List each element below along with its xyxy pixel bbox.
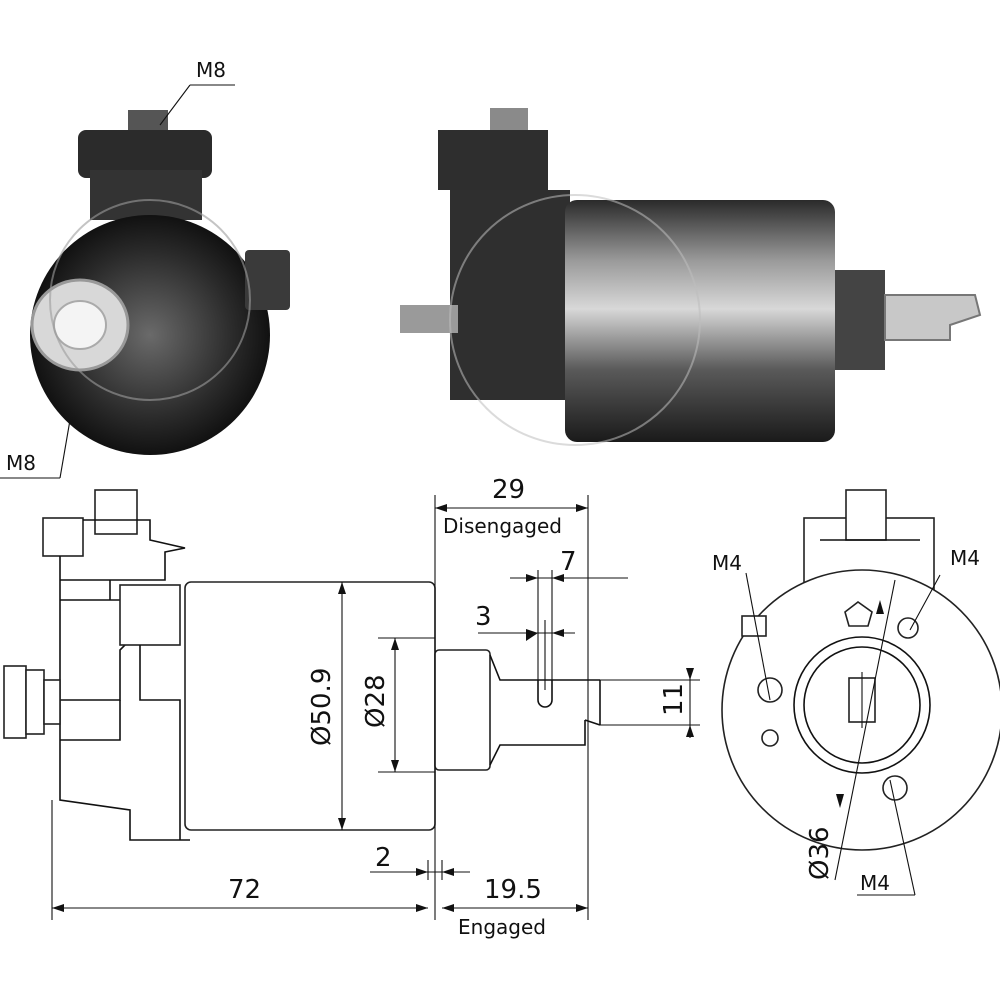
m4-top-right-label: M4 bbox=[950, 546, 980, 570]
end-view-drawing bbox=[721, 489, 1000, 851]
engaged-label: Engaged bbox=[458, 915, 546, 939]
side-view-drawing bbox=[3, 489, 601, 841]
dim-29: 29 bbox=[492, 475, 525, 505]
disengaged-label: Disengaged bbox=[443, 514, 562, 538]
dim-11: 11 bbox=[659, 683, 689, 716]
dim-2: 2 bbox=[375, 843, 392, 873]
dim-7: 7 bbox=[560, 547, 577, 577]
dim-19-5: 19.5 bbox=[484, 875, 542, 905]
m8-top-label: M8 bbox=[196, 58, 226, 82]
dim-dia-50-9: Ø50.9 bbox=[307, 668, 337, 746]
dim-3: 3 bbox=[475, 602, 492, 632]
solenoid-end-photo bbox=[30, 110, 290, 455]
m8-bottom-label: M8 bbox=[6, 451, 36, 475]
end-view-dimensions bbox=[745, 572, 941, 896]
dim-72: 72 bbox=[228, 875, 261, 905]
dim-dia-36: Ø36 bbox=[805, 826, 835, 880]
dim-dia-28: Ø28 bbox=[361, 674, 391, 728]
solenoid-side-photo bbox=[400, 108, 982, 446]
side-dimensions bbox=[51, 495, 700, 920]
m4-top-left-label: M4 bbox=[712, 551, 742, 575]
m4-bottom-label: M4 bbox=[860, 871, 890, 895]
